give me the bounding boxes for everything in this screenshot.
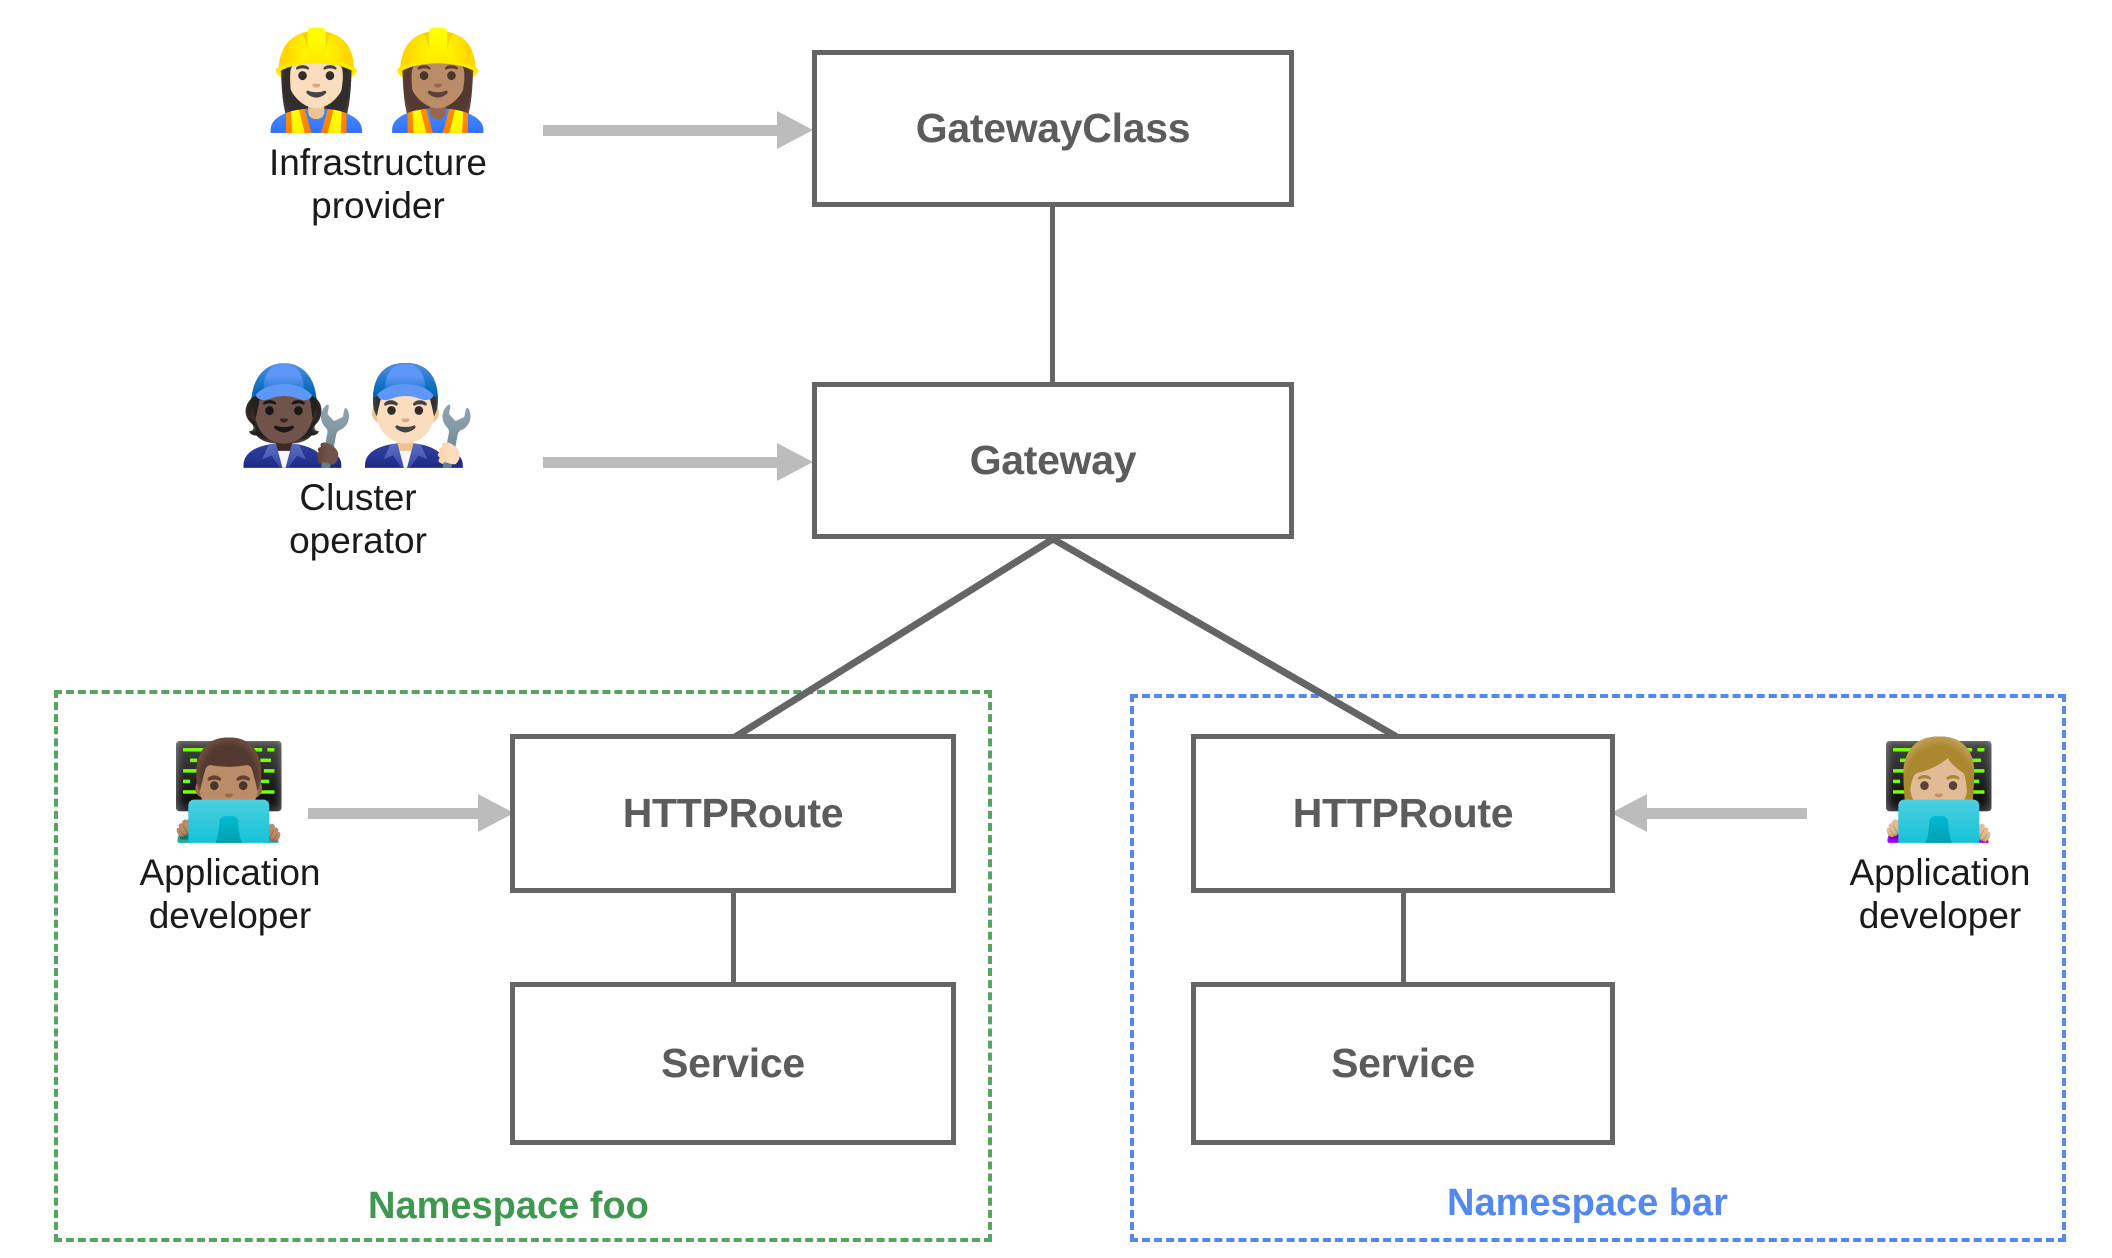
man-technologist-emoji: 👨🏽‍💻 xyxy=(169,734,291,846)
resource-label-gatewayclass: GatewayClass xyxy=(915,105,1191,151)
arrow-infrastructure-provider-to-gatewayclass xyxy=(543,111,813,149)
arrow-app-developer-to-httproute-foo xyxy=(308,794,514,832)
persona-label-application-developer-bar: Application developer xyxy=(1849,851,2031,937)
arrow-shaft xyxy=(308,808,484,819)
persona-cluster-operator: 🧑🏿‍🔧👨🏻‍🔧 Cluster operator xyxy=(208,365,508,563)
namespace-group-bar xyxy=(1130,694,2066,1242)
mechanic-pair-emoji: 🧑🏿‍🔧👨🏻‍🔧 xyxy=(236,359,480,471)
namespace-label-foo: Namespace foo xyxy=(368,1185,649,1227)
resource-label-httproute-foo: HTTPRoute xyxy=(622,790,844,836)
resource-box-gateway[interactable]: Gateway xyxy=(812,382,1294,539)
arrow-shaft xyxy=(543,457,783,468)
namespace-label-bar: Namespace bar xyxy=(1447,1182,1728,1224)
persona-application-developer-foo: 👨🏽‍💻 Application developer xyxy=(80,740,380,938)
namespace-group-foo xyxy=(54,690,992,1242)
woman-technologist-emoji: 👩🏼‍💻 xyxy=(1879,734,2001,846)
arrow-shaft xyxy=(543,125,783,136)
woman-construction-worker-pair-emoji: 👷🏻‍♀️👷🏽‍♀️ xyxy=(256,24,500,136)
persona-infrastructure-provider: 👷🏻‍♀️👷🏽‍♀️ Infrastructure provider xyxy=(208,30,548,228)
arrow-head-right-icon xyxy=(777,111,813,149)
resource-label-service-foo: Service xyxy=(661,1040,805,1086)
persona-application-developer-bar: 👩🏼‍💻 Application developer xyxy=(1790,740,2090,938)
persona-label-cluster-operator: Cluster operator xyxy=(289,476,427,562)
resource-label-service-bar: Service xyxy=(1331,1040,1475,1086)
resource-label-httproute-bar: HTTPRoute xyxy=(1292,790,1514,836)
edge-gatewayclass-gateway xyxy=(1050,205,1055,385)
resource-label-gateway: Gateway xyxy=(969,437,1137,483)
arrow-shaft xyxy=(1641,808,1807,819)
arrow-app-developer-to-httproute-bar xyxy=(1611,794,1807,832)
resource-box-httproute-bar[interactable]: HTTPRoute xyxy=(1191,734,1615,893)
edge-httproute-service-foo xyxy=(731,891,736,984)
persona-label-application-developer-foo: Application developer xyxy=(139,851,321,937)
arrow-head-right-icon xyxy=(478,794,514,832)
arrow-cluster-operator-to-gateway xyxy=(543,443,813,481)
arrow-head-left-icon xyxy=(1611,794,1647,832)
arrow-head-right-icon xyxy=(777,443,813,481)
resource-box-service-foo[interactable]: Service xyxy=(510,982,956,1145)
resource-box-gatewayclass[interactable]: GatewayClass xyxy=(812,50,1294,207)
resource-box-httproute-foo[interactable]: HTTPRoute xyxy=(510,734,956,893)
persona-label-infrastructure-provider: Infrastructure provider xyxy=(269,141,487,227)
resource-box-service-bar[interactable]: Service xyxy=(1191,982,1615,1145)
edge-httproute-service-bar xyxy=(1401,891,1406,984)
